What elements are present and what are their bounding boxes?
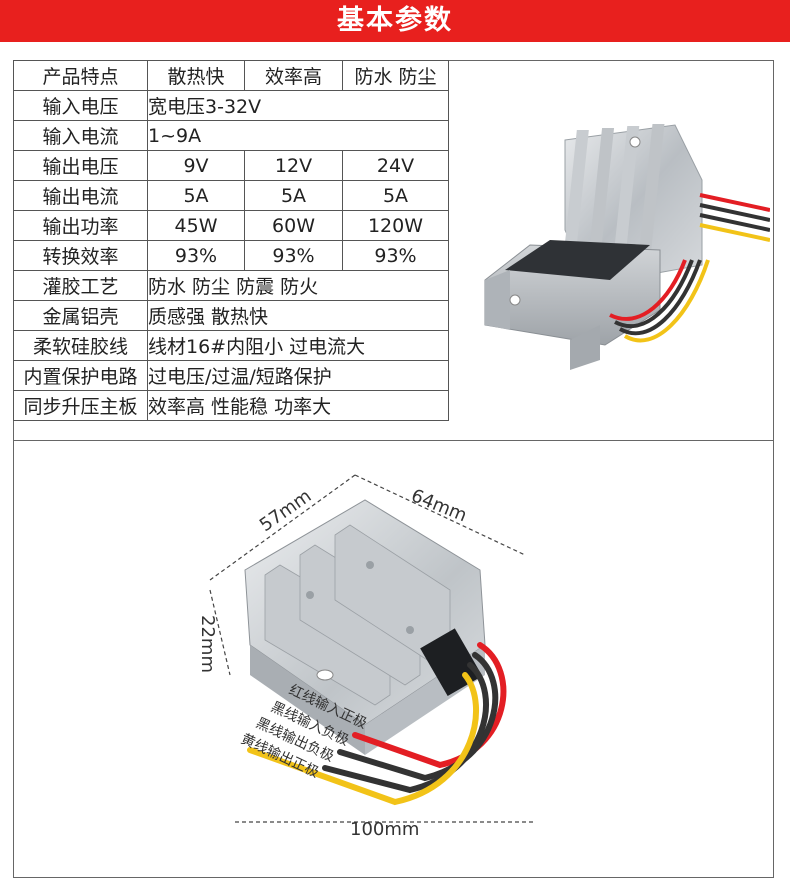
product-image-angled [484,124,770,370]
module-body-shape [244,499,486,755]
wire-length-label: 100mm [350,819,419,840]
spec-value: 45W [147,210,245,241]
front-module-shape [484,240,661,370]
spec-value: 宽电压3-32V [147,90,449,121]
wire-bundle-right [699,193,770,242]
dimension-width-label: 57mm [256,486,316,536]
spec-value: 9V [147,150,245,181]
spec-value: 质感强 散热快 [147,300,449,331]
spec-value: 12V [244,150,343,181]
spec-label: 柔软硅胶线 [13,330,148,361]
spec-value: 60W [244,210,343,241]
spec-value: 120W [342,210,449,241]
spec-label: 同步升压主板 [13,390,148,421]
spec-label: 产品特点 [13,60,148,91]
spec-row: 灌胶工艺防水 防尘 防震 防火 [13,270,449,301]
spec-label: 内置保护电路 [13,360,148,391]
dimension-lines [209,474,535,823]
spec-row: 输入电压宽电压3-32V [13,90,449,121]
dimension-diagram: 57mm 64mm 22mm 100mm 红线输入正极 黑线输入负极 黑线输出负… [197,474,535,840]
spec-value: 防水 防尘 [342,60,449,91]
spec-label: 输出功率 [13,210,148,241]
spec-value: 过电压/过温/短路保护 [147,360,449,391]
spec-value: 93% [147,240,245,271]
spec-row: 金属铝壳质感强 散热快 [13,300,449,331]
section-divider [13,440,774,441]
output-wires [247,642,507,806]
spec-row: 产品特点散热快效率高防水 防尘 [13,60,449,91]
spec-value: 93% [244,240,343,271]
spec-row: 内置保护电路过电压/过温/短路保护 [13,360,449,391]
spec-label: 转换效率 [13,240,148,271]
spec-label: 输出电压 [13,150,148,181]
spec-value: 防水 防尘 防震 防火 [147,270,449,301]
spec-value: 1~9A [147,120,449,151]
spec-value: 线材16#内阻小 过电流大 [147,330,449,361]
spec-row: 柔软硅胶线线材16#内阻小 过电流大 [13,330,449,361]
spec-value: 效率高 [244,60,343,91]
spec-value: 5A [147,180,245,211]
wire-bundle-front [609,259,710,343]
spec-row: 同步升压主板效率高 性能稳 功率大 [13,390,449,421]
dimension-height-label: 22mm [197,615,218,673]
spec-value: 5A [342,180,449,211]
page-title: 基本参数 [0,0,790,42]
spec-label: 输入电流 [13,120,148,151]
spec-value: 24V [342,150,449,181]
dimension-length-label: 64mm [408,485,470,526]
spec-label: 输入电压 [13,90,148,121]
spec-value: 5A [244,180,343,211]
spec-value: 散热快 [147,60,245,91]
spec-value: 效率高 性能稳 功率大 [147,390,449,421]
spec-label: 输出电流 [13,180,148,211]
spec-value: 93% [342,240,449,271]
spec-label: 金属铝壳 [13,300,148,331]
spec-label: 灌胶工艺 [13,270,148,301]
